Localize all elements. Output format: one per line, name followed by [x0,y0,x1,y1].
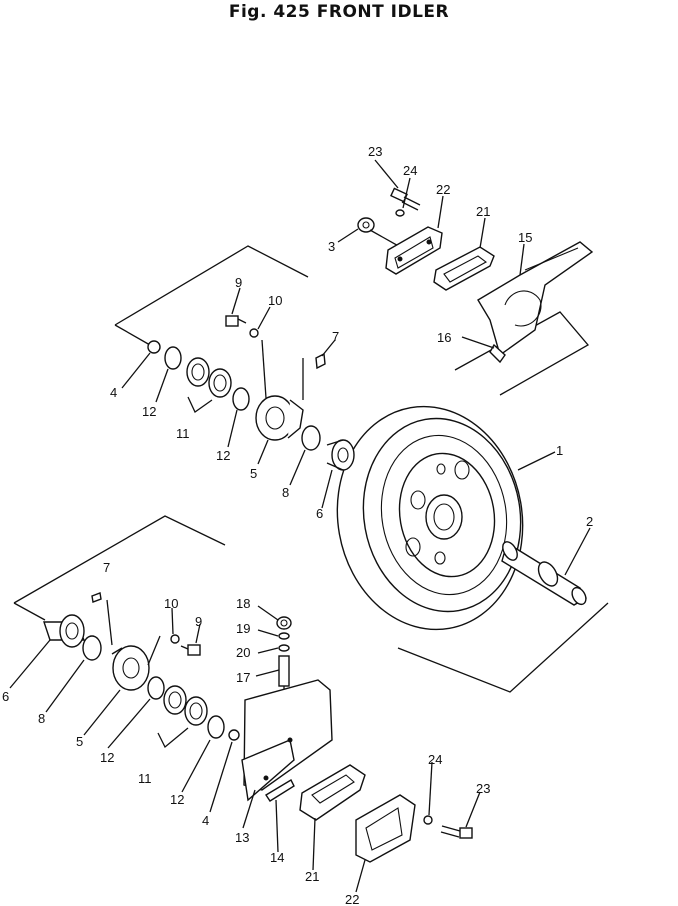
plate-22-upper [385,226,443,275]
callout-labels: 1 2 3 4 4 5 5 6 6 7 7 8 8 9 9 10 10 11 1… [2,144,593,906]
leader-pin-7-lower [106,599,113,646]
shaft [501,541,587,606]
o-ring-12-c [147,676,165,700]
callout-12-b: 12 [216,448,230,463]
callout-9-upper: 9 [235,275,242,290]
callout-5-lower: 5 [76,734,83,749]
o-ring-12-b [232,387,250,411]
callout-7-lower: 7 [103,560,110,575]
callout-21-lower: 21 [305,869,319,884]
leader-bolt-9-upper [261,339,267,399]
callout-22-lower: 22 [345,892,359,906]
leader-bolt-9-lower [147,635,161,666]
washer-10-lower [170,634,180,644]
bolt-23-lower [440,825,473,839]
callout-23-lower: 23 [476,781,490,796]
callout-3: 3 [328,239,335,254]
o-ring-4-upper [147,340,161,354]
callout-4-upper: 4 [110,385,117,400]
callout-10-lower: 10 [164,596,178,611]
callout-2: 2 [586,514,593,529]
callout-23-upper: 23 [368,144,382,159]
group-bracket-upper-left [114,245,309,346]
washer-24-upper [395,209,405,217]
shim-21-upper [433,246,495,291]
o-ring-8-lower [82,635,102,661]
group-bracket-lower-left [13,515,226,621]
figure-title: Fig. 425 FRONT IDLER [228,2,450,22]
callout-14: 14 [270,850,284,865]
callout-7-upper: 7 [332,329,339,344]
pin-7-upper [315,352,326,370]
hub-5-upper [255,395,304,441]
ring-20 [278,644,290,652]
plate-22-lower [355,794,416,863]
callout-21-upper: 21 [476,204,490,219]
o-ring-8-upper [301,425,321,451]
callout-17: 17 [236,670,250,685]
callout-24-upper: 24 [403,163,417,178]
washer-10-upper [249,328,259,338]
callout-10-upper: 10 [268,293,282,308]
callout-15: 15 [518,230,532,245]
callout-5-upper: 5 [250,466,257,481]
bolt-9-lower [180,644,201,656]
callout-20: 20 [236,645,250,660]
callout-11-lower: 11 [138,771,152,786]
callout-9-lower: 9 [195,614,202,629]
callout-22-upper: 22 [436,182,450,197]
callout-18: 18 [236,596,250,611]
seal-11-lower [163,685,208,726]
pin-7-lower [91,592,102,603]
o-ring-12-d [207,715,225,739]
guard-15 [477,241,594,357]
o-ring-12-a [164,346,182,370]
callout-6-lower: 6 [2,689,9,704]
guard-tab-16 [489,343,506,364]
washer-24-lower [423,815,433,825]
plug-18 [276,616,292,630]
shim-21-lower [299,764,366,821]
nut-3 [357,217,375,233]
callout-16: 16 [437,330,451,345]
group-bracket-wheel [397,602,609,693]
callout-19: 19 [236,621,250,636]
callout-6-upper: 6 [316,506,323,521]
hub-5-lower [111,645,150,691]
callout-11-upper: 11 [176,426,190,441]
washer-19 [278,632,290,640]
idler-wheel [336,405,524,631]
callout-4-lower: 4 [202,813,209,828]
o-ring-4-lower [228,729,240,741]
strip-14 [265,779,295,802]
bolt-9-upper [225,315,247,327]
callout-12-c: 12 [100,750,114,765]
collar-6-lower [43,614,86,648]
collar-6-upper [326,439,355,471]
callout-12-a: 12 [142,404,156,419]
callout-1: 1 [556,443,563,458]
callout-13: 13 [235,830,249,845]
callout-12-d: 12 [170,792,184,807]
callout-8-upper: 8 [282,485,289,500]
bracket-13 [241,679,333,802]
callout-8-lower: 8 [38,711,45,726]
seal-11-upper [186,357,232,398]
callout-24-lower: 24 [428,752,442,767]
callout-leaders [9,159,591,893]
